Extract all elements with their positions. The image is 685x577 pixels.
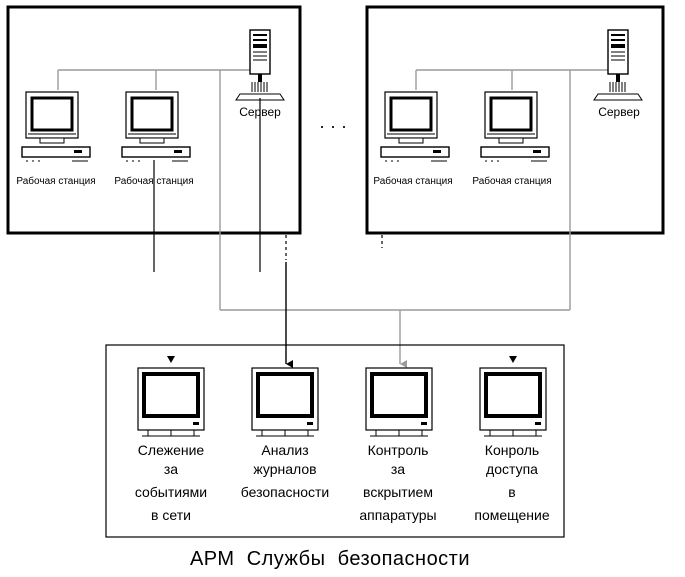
- security-panel-caption: АРМ Службы безопасности: [190, 548, 470, 570]
- monitor-label-line: Контроль: [368, 442, 429, 458]
- workstation-label: Рабочая станция: [16, 175, 95, 187]
- server-icon: [235, 29, 285, 101]
- computer-icon: [379, 90, 451, 163]
- monitor-label-line: Слежение: [138, 442, 205, 458]
- workstation-1: Рабочая станция: [16, 90, 96, 187]
- monitor-label-line: в: [508, 484, 515, 500]
- monitor-label-line: за: [391, 461, 405, 477]
- monitor-icon: [136, 366, 206, 438]
- monitor-icon: [478, 366, 548, 438]
- monitor-log-analysis: Анализ журналов безопасности: [241, 366, 330, 500]
- workstation-label: Рабочая станция: [373, 175, 452, 187]
- monitor-label-line: Конроль: [485, 442, 539, 458]
- workstation-label: Рабочая станция: [472, 175, 551, 187]
- more-segments-ellipsis: · · ·: [319, 116, 347, 136]
- server-label: Сервер: [598, 105, 640, 119]
- monitor-event-tracking: Слежение за событиями в сети: [135, 356, 207, 523]
- monitor-label-line: аппаратуры: [359, 507, 436, 523]
- computer-icon: [479, 90, 551, 163]
- computer-icon: [120, 90, 192, 163]
- monitor-label-line: журналов: [253, 461, 316, 477]
- workstation-4: Рабочая станция: [472, 90, 552, 187]
- input-marker-icon: [509, 356, 517, 363]
- monitor-room-access: Конроль доступа в помещение: [474, 356, 550, 523]
- segment-frame: [365, 5, 665, 235]
- segment-bus: [415, 69, 620, 90]
- computer-icon: [20, 90, 92, 163]
- segment-bus: [57, 69, 270, 90]
- monitor-label-line: безопасности: [241, 484, 330, 500]
- monitor-icon: [364, 366, 434, 438]
- monitor-label-line: помещение: [474, 507, 549, 523]
- input-marker-icon: [167, 356, 175, 363]
- connection-lines: [153, 70, 571, 368]
- security-panel-frame: [105, 344, 565, 538]
- server-icon: [593, 29, 643, 101]
- monitor-label-line: за: [164, 461, 178, 477]
- monitor-label-line: в сети: [151, 507, 191, 523]
- monitor-icon: [250, 366, 320, 438]
- workstation-3: Рабочая станция: [373, 90, 453, 187]
- monitor-label-line: доступа: [486, 461, 538, 477]
- security-workstation-panel: Слежение за событиями в сети Анализ журн…: [105, 344, 565, 538]
- monitor-label-line: вскрытием: [363, 484, 433, 500]
- server: Сервер: [593, 29, 643, 119]
- segment-right: Рабочая станция Рабочая станция Сервер: [365, 5, 665, 235]
- monitor-label-line: событиями: [135, 484, 207, 500]
- monitor-hardware-tamper: Контроль за вскрытием аппаратуры: [359, 366, 437, 523]
- monitor-label-line: Анализ: [261, 442, 308, 458]
